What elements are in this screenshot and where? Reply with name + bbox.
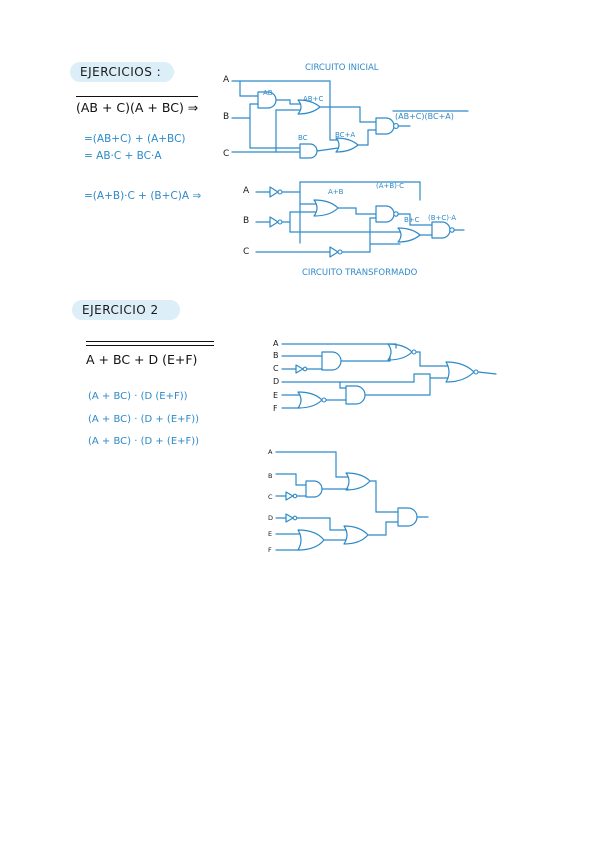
exercise1-main-expression: (AB + C)(A + BC) ⇒ <box>76 96 198 115</box>
exercise2-step1: (A + BC) · (D (E+F)) <box>88 391 188 402</box>
e2-top-input-a: A <box>273 339 279 348</box>
c2-gate-label-bc-a: (B+C)·A <box>428 214 457 222</box>
c2-input-c: C <box>243 247 250 257</box>
circuit-initial-label: CIRCUITO INICIAL <box>305 63 379 73</box>
e2-top-input-f: F <box>273 404 278 413</box>
exercise2-step2: (A + BC) · (D + (E+F)) <box>88 414 200 425</box>
e2-bottom-input-c: C <box>268 493 273 501</box>
c1-input-b: B <box>223 112 230 122</box>
exercise2-main-expression: A + BC + D (E+F) <box>86 341 214 367</box>
e2-top-input-e: E <box>273 391 279 400</box>
c1-gate-label-ab-c: AB+C <box>303 95 324 103</box>
c1-input-c: C <box>223 149 230 159</box>
exercise1-step3: =(A+B)·C + (B+C)A ⇒ <box>84 190 202 202</box>
c2-gate-label-b-c: B+C <box>404 216 420 224</box>
c2-gate-label-ab-c: (A+B)·C <box>376 182 405 190</box>
e2-bottom-input-d: D <box>268 514 274 522</box>
c1-gate-label-ab: AB <box>263 89 273 97</box>
e2-bottom-input-f: F <box>268 546 272 554</box>
exercise1-step1: =(AB+C) + (A+BC) <box>84 133 186 145</box>
exercise2-step3: (A + BC) · (D + (E+F)) <box>88 436 200 447</box>
c1-gate-label-output: (AB+C)(BC+A) <box>395 112 454 121</box>
c2-input-b: B <box>243 216 250 226</box>
exercise2-title: EJERCICIO 2 <box>82 303 159 317</box>
c1-gate-label-bc-a: BC+A <box>335 131 356 139</box>
e2-top-input-d: D <box>273 377 280 386</box>
c1-gate-label-bc: BC <box>298 134 308 142</box>
exercise1-title-highlight <box>70 62 174 82</box>
c2-input-a: A <box>243 186 250 196</box>
e2-bottom-input-e: E <box>268 530 273 538</box>
c1-input-a: A <box>223 75 230 85</box>
exercise1-step2: = AB·C + BC·A <box>84 150 162 162</box>
e2-top-input-c: C <box>273 364 279 373</box>
exercise2-title-highlight <box>72 300 180 320</box>
e2-bottom-input-a: A <box>268 448 273 456</box>
e2-top-input-b: B <box>273 351 279 360</box>
exercise1-title: EJERCICIOS : <box>80 65 162 79</box>
e2-bottom-input-b: B <box>268 472 273 480</box>
circuit-transformed-label: CIRCUITO TRANSFORMADO <box>302 268 418 278</box>
c2-gate-label-a-b: A+B <box>328 188 344 196</box>
